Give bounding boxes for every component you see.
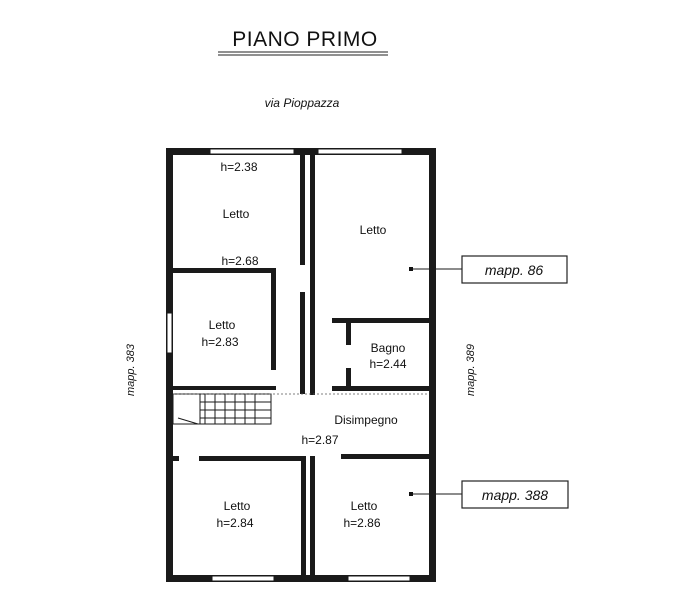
staircase bbox=[172, 393, 272, 425]
street-label: via Pioppazza bbox=[265, 96, 340, 110]
room-name-bottom-left: Letto bbox=[224, 499, 251, 513]
windows-top bbox=[209, 148, 403, 155]
interior-walls bbox=[173, 155, 429, 576]
mapp-388-label: mapp. 388 bbox=[482, 487, 548, 503]
room-height-bagno: h=2.44 bbox=[369, 357, 406, 371]
windows-bottom bbox=[211, 575, 411, 582]
room-height-bottom-left: h=2.84 bbox=[216, 516, 253, 530]
room-name-bagno: Bagno bbox=[371, 341, 406, 355]
plan-title: PIANO PRIMO bbox=[232, 28, 378, 51]
window-left bbox=[166, 312, 173, 354]
mapp-383-label: mapp. 383 bbox=[125, 343, 137, 396]
mapp-86-label: mapp. 86 bbox=[485, 262, 544, 278]
mapp-388-box bbox=[461, 480, 569, 509]
mapp-389-label: mapp. 389 bbox=[465, 344, 477, 396]
room-height-mid-left: h=2.83 bbox=[201, 335, 238, 349]
room-name-top-right: Letto bbox=[360, 223, 387, 237]
room-name-top-left: Letto bbox=[223, 207, 250, 221]
room-height-bottom-right: h=2.86 bbox=[343, 516, 380, 530]
room-name-mid-left: Letto bbox=[209, 318, 236, 332]
room-height-top-left: h=2.38 bbox=[220, 160, 257, 174]
room-height-top-left-bottom: h=2.68 bbox=[221, 254, 258, 268]
room-name-disimpegno: Disimpegno bbox=[334, 413, 398, 427]
room-height-disimpegno: h=2.87 bbox=[301, 433, 338, 447]
mapp-86-box bbox=[461, 255, 568, 284]
leader-388 bbox=[409, 492, 462, 496]
outer-walls bbox=[166, 148, 436, 582]
leader-86 bbox=[409, 267, 462, 271]
room-name-bottom-right: Letto bbox=[351, 499, 378, 513]
